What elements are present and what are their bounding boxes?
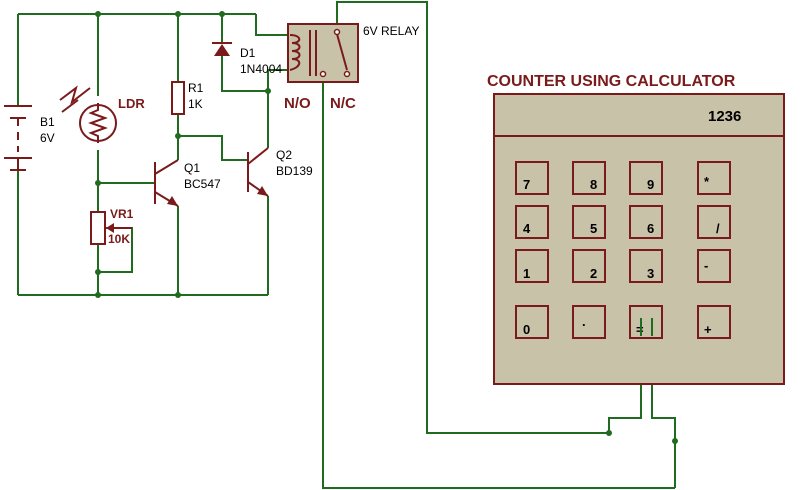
key-3[interactable]: 3 [629,249,663,283]
relay [287,23,359,83]
battery-value: 6V [40,131,55,145]
q1-ref: Q1 [184,161,200,175]
ldr [59,85,117,143]
key-plus[interactable]: + [697,305,731,339]
q1-transistor [154,159,179,207]
vr1-ref: VR1 [110,207,134,221]
svg-text:-: - [704,258,708,273]
r1-ref: R1 [188,81,204,95]
key-5[interactable]: 5 [572,205,606,239]
key-decimal[interactable]: . [572,305,606,339]
svg-text:6: 6 [647,221,654,236]
svg-text:/: / [716,221,720,236]
q1-value: BC547 [184,177,221,191]
vr1-potentiometer [90,211,132,245]
q2-transistor [247,147,269,197]
key-equals[interactable]: = [629,305,663,339]
svg-text:3: 3 [647,266,654,281]
key-0[interactable]: 0 [515,305,549,339]
calculator-keypad: 7 8 9 * 4 5 6 / 1 2 3 - 0 . = + [515,161,731,339]
d1-diode [212,42,232,56]
calculator-title: COUNTER USING CALCULATOR [487,73,736,90]
key-9[interactable]: 9 [629,161,663,195]
battery-b1 [4,105,32,171]
relay-no-label: N/O [284,95,311,112]
svg-text:5: 5 [590,221,597,236]
q2-ref: Q2 [276,148,292,162]
key-7[interactable]: 7 [515,161,549,195]
key-6[interactable]: 6 [629,205,663,239]
svg-text:2: 2 [590,266,597,281]
svg-text:0: 0 [523,322,530,337]
svg-text:.: . [582,314,586,329]
key-divide[interactable]: / [697,205,731,239]
d1-ref: D1 [240,46,256,60]
r1-value: 1K [188,97,203,111]
d1-value: 1N4004 [240,62,282,76]
key-2[interactable]: 2 [572,249,606,283]
key-1[interactable]: 1 [515,249,549,283]
svg-text:9: 9 [647,177,654,192]
relay-nc-label: N/C [330,95,356,112]
ldr-label: LDR [118,96,145,111]
key-minus[interactable]: - [697,249,731,283]
battery-ref: B1 [40,115,55,129]
key-4[interactable]: 4 [515,205,549,239]
r1-resistor [171,81,185,115]
svg-text:8: 8 [590,177,597,192]
junction-dots [95,11,678,444]
svg-text:+: + [704,322,712,337]
svg-text:7: 7 [523,177,530,192]
svg-text:4: 4 [523,221,531,236]
calculator-display [493,93,785,137]
key-multiply[interactable]: * [697,161,731,195]
svg-text:*: * [704,174,710,189]
vr1-value: 10K [108,232,130,246]
key-8[interactable]: 8 [572,161,606,195]
q2-value: BD139 [276,164,313,178]
svg-text:1: 1 [523,266,530,281]
calculator-display-value: 1236 [708,108,741,125]
relay-label: 6V RELAY [363,24,419,38]
